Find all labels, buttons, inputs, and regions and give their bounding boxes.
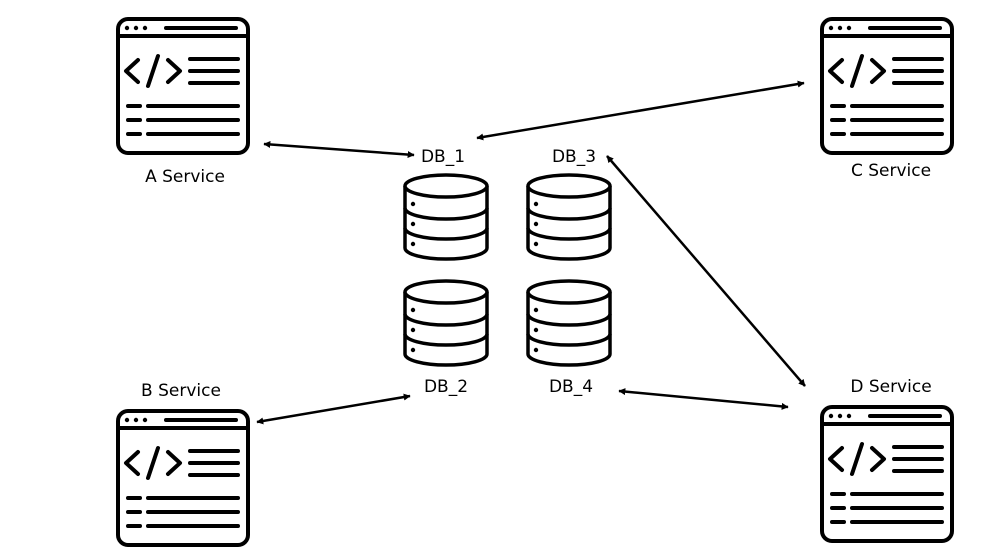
database-icon — [403, 173, 489, 261]
arrow-d-db3 — [606, 155, 806, 387]
code-window-icon — [116, 17, 250, 155]
code-window-icon — [820, 405, 954, 543]
service-c-label: C Service — [851, 161, 931, 181]
code-window-icon — [820, 17, 954, 155]
service-d-label: D Service — [850, 377, 931, 397]
arrow-c-db1 — [476, 80, 805, 141]
database-db2: DB_2 — [403, 279, 489, 397]
database-db3: DB_3 — [526, 147, 612, 261]
database-icon — [526, 279, 612, 367]
db3-label: DB_3 — [552, 147, 596, 167]
database-db1: DB_1 — [403, 147, 489, 261]
arrow-b-db2 — [256, 393, 411, 425]
db2-label: DB_2 — [424, 377, 468, 397]
service-a-label: A Service — [145, 167, 225, 187]
code-window-icon — [116, 409, 250, 547]
db4-label: DB_4 — [549, 377, 593, 397]
database-icon — [526, 173, 612, 261]
database-icon — [403, 279, 489, 367]
service-c: C Service — [820, 17, 954, 181]
service-a: A Service — [116, 17, 250, 187]
service-d: D Service — [820, 377, 954, 543]
db1-label: DB_1 — [421, 147, 465, 167]
arrow-d-db4 — [618, 388, 789, 410]
database-db4: DB_4 — [526, 279, 612, 397]
service-b-label: B Service — [141, 381, 221, 401]
service-b: B Service — [116, 381, 250, 547]
arrow-a-db1 — [263, 140, 415, 159]
